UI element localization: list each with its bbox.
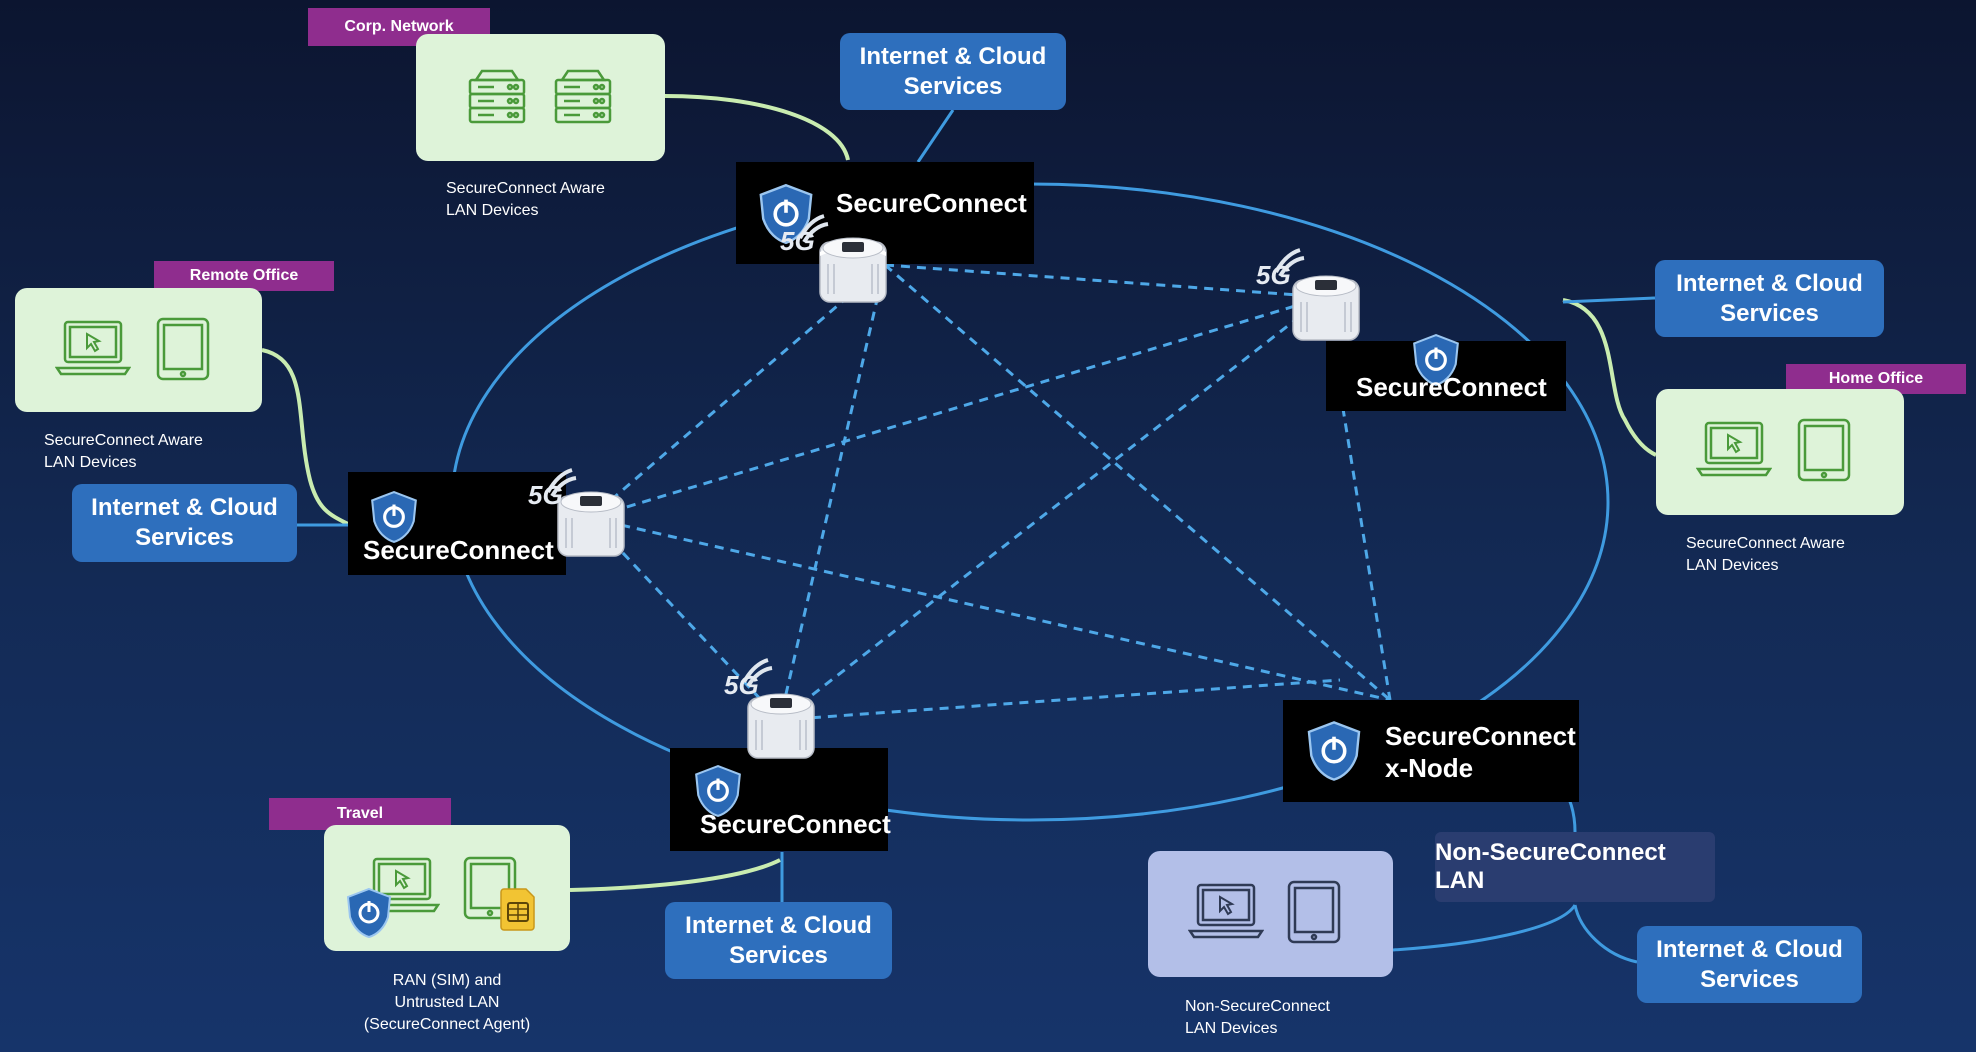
travel-tag: Travel <box>269 798 451 830</box>
secureconnect-node-left: SecureConnect <box>348 472 566 575</box>
nonsc-caption: Non-SecureConnect LAN Devices <box>1185 998 1330 1037</box>
secureconnect-node-bottom: SecureConnect <box>670 748 891 851</box>
home-caption: SecureConnect Aware LAN Devices <box>1686 535 1845 574</box>
shield-power-icon <box>695 764 741 818</box>
corp-caption: SecureConnect Aware LAN Devices <box>446 180 605 219</box>
5g-label: 5G <box>724 670 759 700</box>
node-label: SecureConnect <box>363 535 554 565</box>
non-secureconnect-lan-label: Non-SecureConnect LAN <box>1435 832 1715 902</box>
remote-office-tag: Remote Office <box>154 261 334 291</box>
node-label: SecureConnect x-Node <box>1385 721 1576 783</box>
secureconnect-node-right: SecureConnect <box>1326 333 1566 411</box>
node-label: SecureConnect <box>836 188 1027 218</box>
laptop-icon <box>364 857 440 913</box>
remote-caption: SecureConnect Aware LAN Devices <box>44 432 203 471</box>
travel-device-box <box>324 825 570 951</box>
cloud-services-right: Internet & Cloud Services <box>1655 260 1884 337</box>
link-travel <box>569 858 781 892</box>
cloud-services-left: Internet & Cloud Services <box>72 484 297 562</box>
remote-device-box <box>15 288 262 412</box>
shield-power-icon <box>759 183 813 245</box>
nonsc-device-box <box>1148 851 1393 977</box>
link-cloud-top <box>916 109 955 163</box>
cloud-services-top: Internet & Cloud Services <box>840 33 1066 110</box>
router-icon <box>557 491 625 557</box>
laptop-icon <box>1696 421 1772 477</box>
node-label: SecureConnect <box>700 809 891 839</box>
sim-card-icon <box>500 888 535 931</box>
shield-power-icon <box>1307 721 1361 781</box>
5g-label: 5G <box>528 480 563 510</box>
link-home <box>1562 298 1657 457</box>
corp-network-tag: Corp. Network <box>308 8 490 46</box>
shield-power-icon <box>346 887 392 939</box>
tablet-icon <box>463 856 517 920</box>
link-lan-devices <box>1392 904 1577 952</box>
link-remote <box>261 348 351 527</box>
secureconnect-x-node: SecureConnect x-Node <box>1283 700 1579 802</box>
tablet-icon <box>156 317 210 381</box>
5g-label: 5G <box>1256 260 1291 290</box>
cloud-services-lan: Internet & Cloud Services <box>1637 926 1862 1003</box>
home-device-box <box>1656 389 1904 515</box>
tablet-icon <box>1797 418 1851 482</box>
node-label: SecureConnect <box>1356 372 1547 402</box>
shield-power-icon <box>1413 333 1459 387</box>
link-corp <box>664 94 850 161</box>
server-icon <box>554 69 612 124</box>
cloud-services-bottom: Internet & Cloud Services <box>665 902 892 979</box>
router-icon <box>819 237 887 303</box>
shield-power-icon <box>371 490 417 544</box>
travel-caption: RAN (SIM) and Untrusted LAN (SecureConne… <box>363 972 531 1033</box>
corp-device-box <box>416 34 665 161</box>
mesh-links <box>588 263 1392 722</box>
link-cloud-right <box>1562 296 1656 304</box>
tablet-icon <box>1287 880 1341 944</box>
link-lan-cloud <box>1573 904 1638 964</box>
laptop-icon <box>55 320 131 376</box>
laptop-icon <box>1188 883 1264 939</box>
router-icon <box>747 693 815 759</box>
router-icon <box>1292 275 1360 341</box>
server-icon <box>468 69 526 124</box>
5g-label: 5G <box>780 226 815 256</box>
